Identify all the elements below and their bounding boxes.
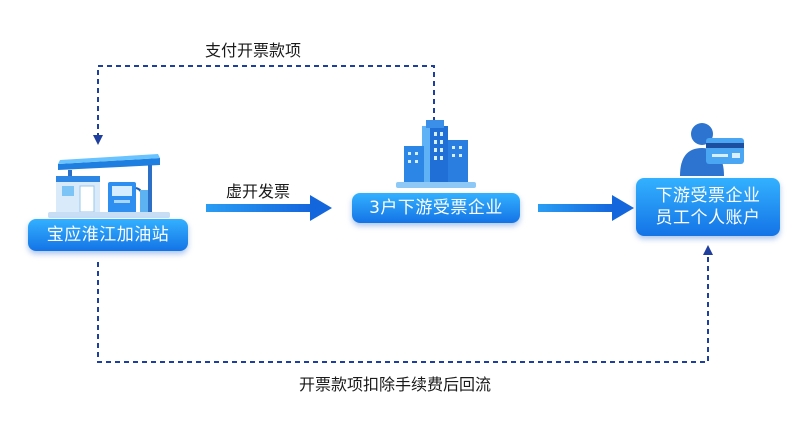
enterprise-to-account-arrow [538, 195, 634, 221]
top-edge-label: 支付开票款项 [205, 41, 302, 60]
person-with-bank-card-icon [676, 116, 748, 178]
enterprise-label: 3户下游受票企业 [369, 198, 503, 218]
enterprise-box: 3户下游受票企业 [352, 193, 520, 223]
gas-station-icon [48, 148, 170, 218]
bottom-edge-label: 开票款项扣除手续费后回流 [299, 375, 492, 394]
office-building-icon [396, 120, 476, 188]
invoice-arrow [206, 195, 332, 221]
gas-station-label: 宝应淮江加油站 [46, 225, 170, 245]
middle-edge-label: 虚开发票 [226, 182, 291, 201]
account-label-line2: 员工个人账户 [655, 208, 761, 228]
gas-station-box: 宝应淮江加油站 [28, 219, 188, 251]
account-box: 下游受票企业 员工个人账户 [636, 178, 780, 236]
bottom-dashed-connector [97, 245, 713, 363]
account-label-line1: 下游受票企业 [655, 186, 761, 206]
top-dashed-connector [93, 65, 435, 145]
